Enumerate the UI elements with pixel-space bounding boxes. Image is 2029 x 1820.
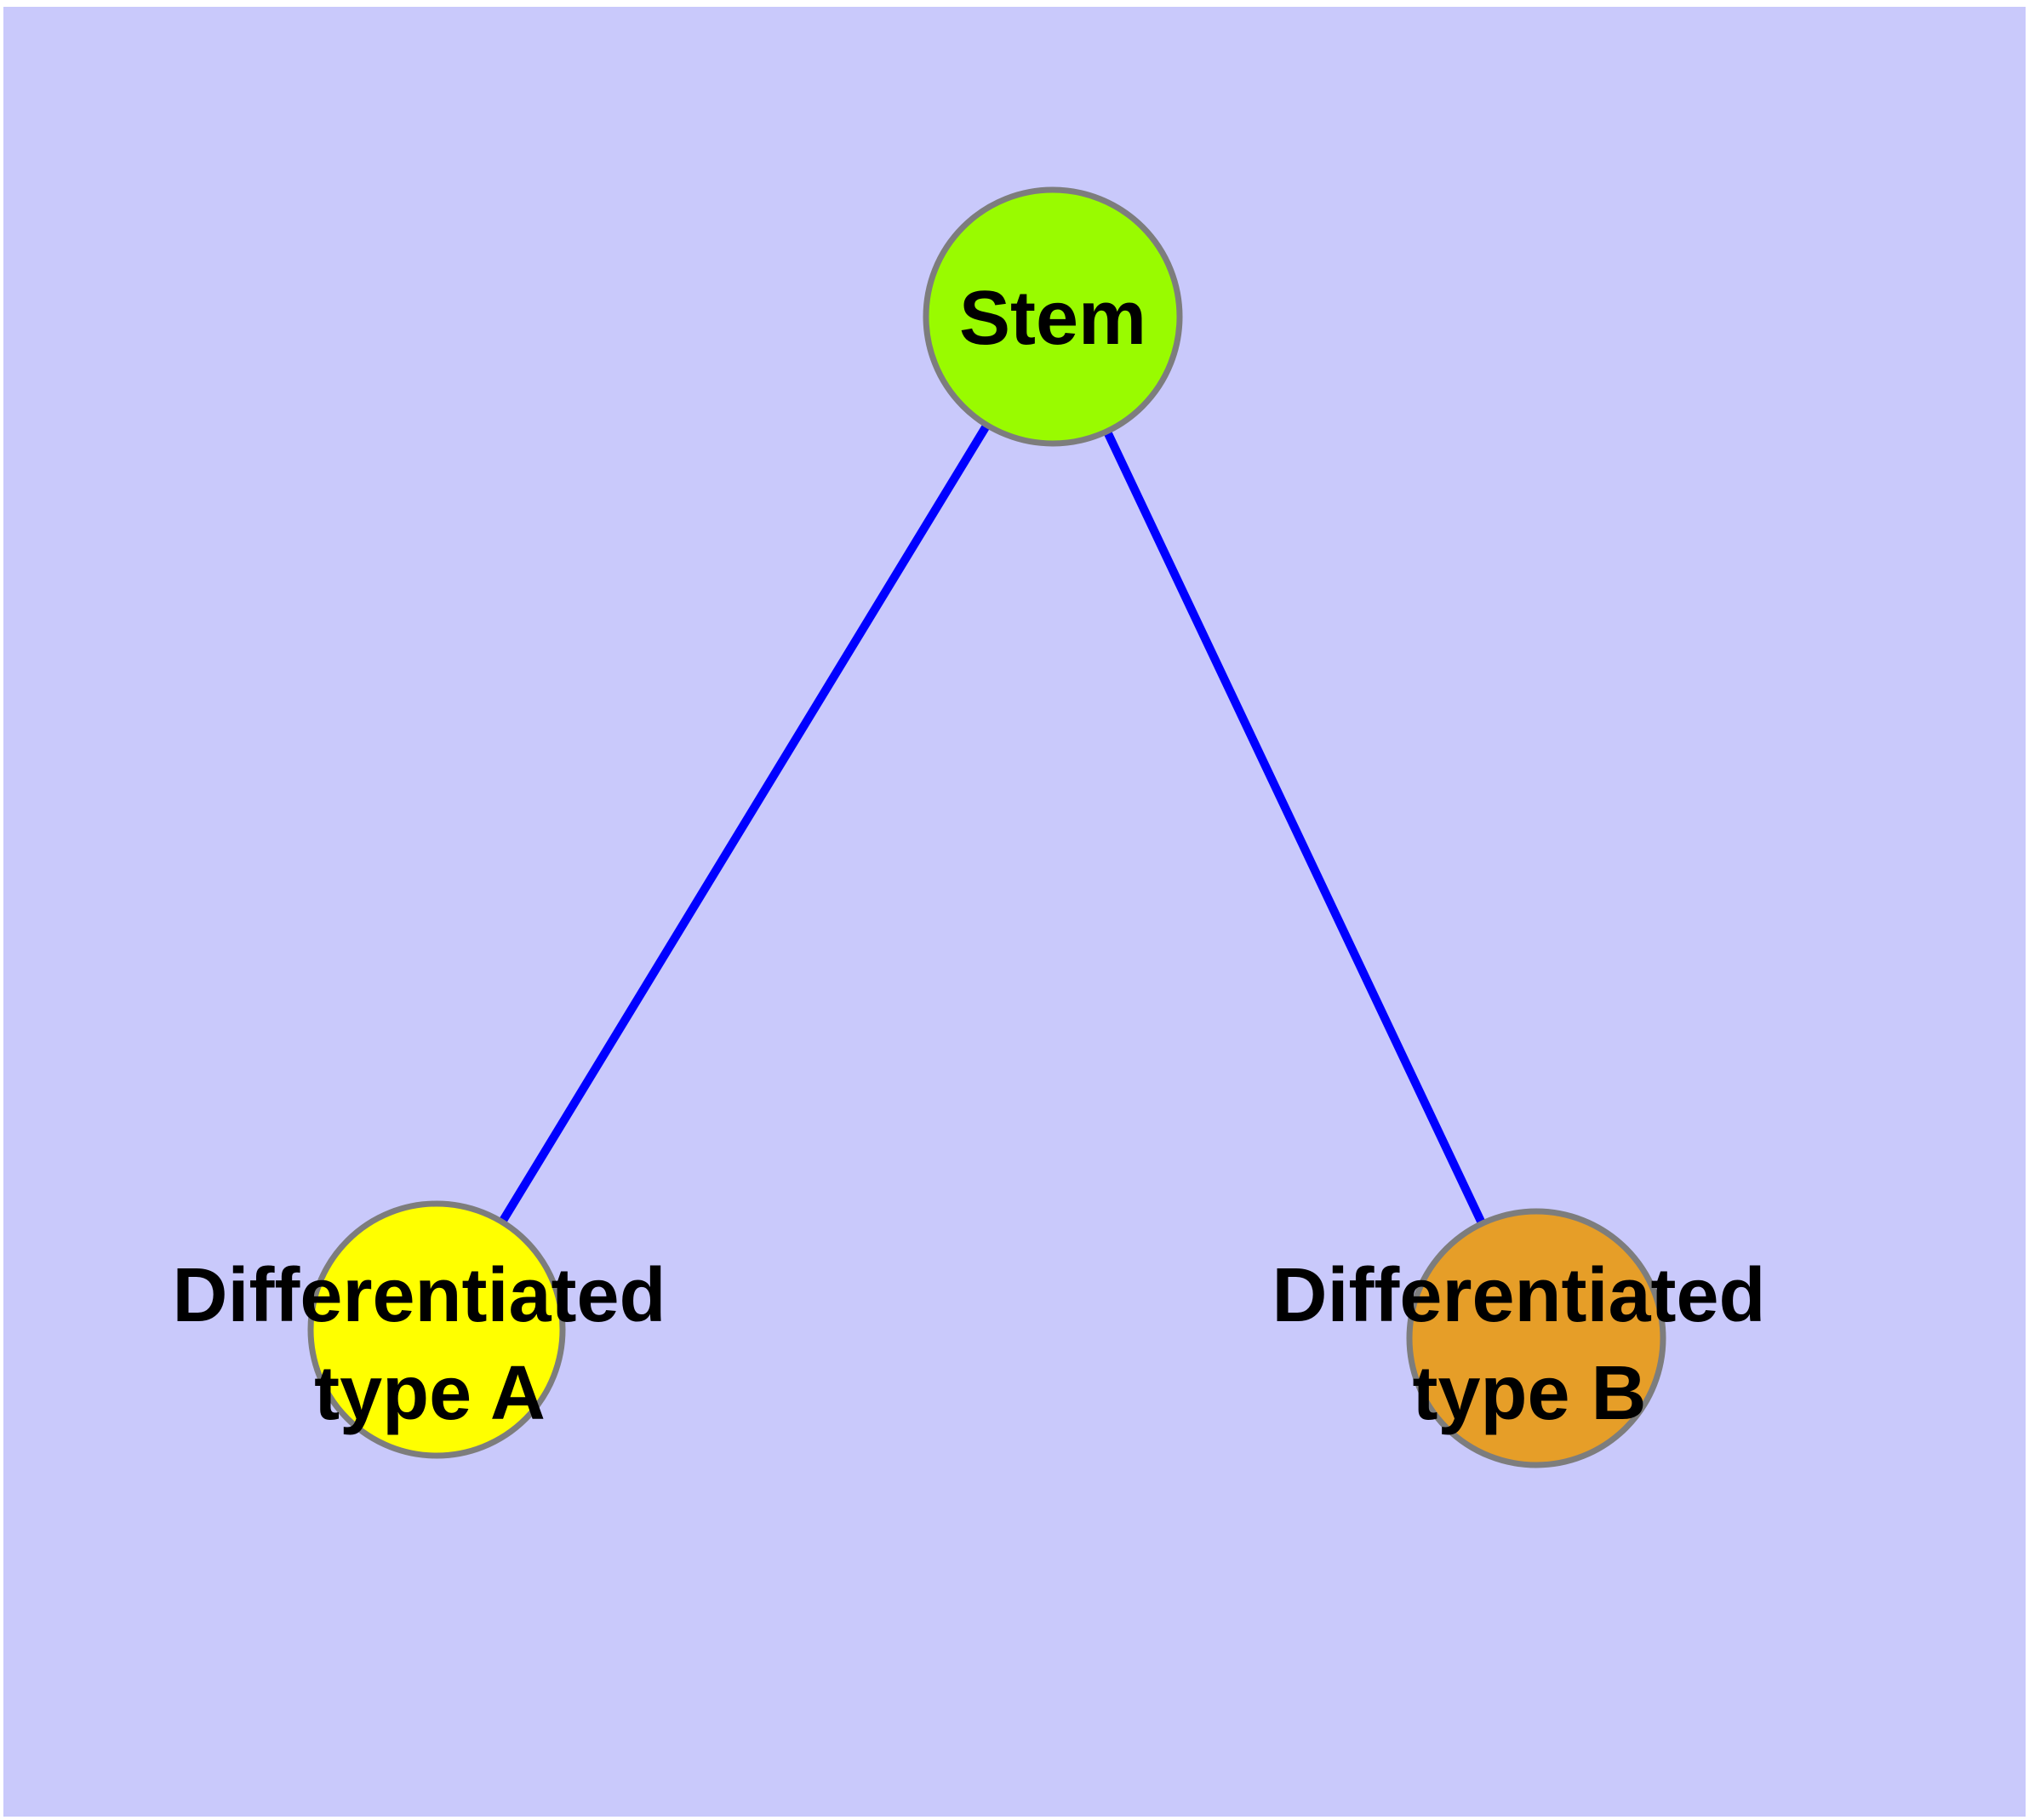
stem-node-label: Stem [959,276,1146,361]
differentiated-type-b-label: Differentiated type B [1272,1253,1786,1436]
stem-node-label-line1: Stem [959,276,1146,361]
differentiated-type-b-label-line2: type B [1412,1351,1646,1436]
edge-stem-to-type-a [432,314,1057,1332]
differentiated-type-a-label: Differentiated type A [172,1253,687,1436]
differentiated-type-a-node [307,1200,566,1459]
edge-stem-to-type-b [1049,314,1540,1341]
stem-node [923,186,1183,447]
differentiated-type-a-label-line1: Differentiated [172,1253,666,1338]
differentiated-type-b-node [1406,1208,1666,1468]
differentiated-type-a-label-line2: type A [314,1351,546,1436]
differentiated-type-b-label-line1: Differentiated [1272,1253,1765,1338]
